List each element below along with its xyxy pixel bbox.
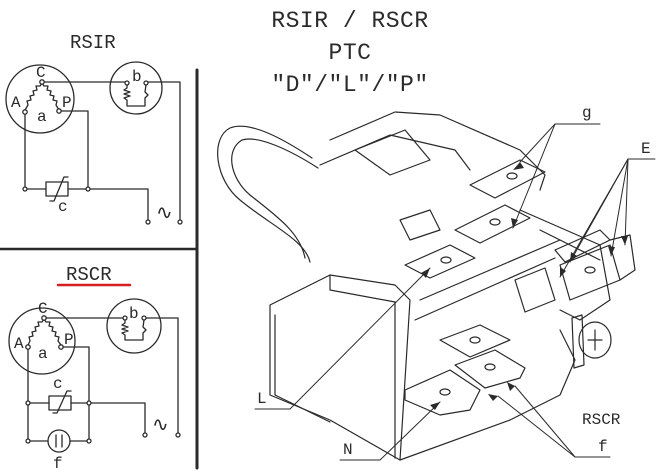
housing-top	[329, 111, 546, 191]
ptc-relay-drawing	[217, 111, 656, 461]
rscr-capacitor-label: f	[53, 455, 63, 473]
rscr-protector-label: b	[129, 305, 139, 323]
rscr-run-capacitor	[47, 429, 71, 453]
rsir-schematic	[5, 61, 183, 225]
terminal-g-lower	[454, 204, 531, 244]
callout-g: g	[582, 104, 592, 122]
rsir-winding-main	[41, 82, 60, 111]
terminal-g-upper	[469, 159, 546, 199]
rsir-terminal-c: C	[36, 64, 46, 82]
rscr-terminal-a: A	[14, 335, 24, 353]
variant-note-rscr: RSCR	[582, 411, 621, 429]
terminal-f-upper	[439, 324, 511, 358]
rscr-terminal-c: C	[38, 300, 48, 318]
rsir-ac-supply-icon: ∿	[156, 200, 173, 224]
rsir-protector-circle	[109, 61, 163, 115]
callout-f: f	[598, 438, 608, 456]
rsir-motor-label: a	[37, 108, 47, 126]
rscr-panel-title: RSCR	[66, 264, 112, 286]
rscr-terminal-p: P	[64, 331, 74, 349]
rsir-terminal-a: A	[11, 94, 21, 112]
rscr-schematic	[8, 283, 181, 453]
rsir-panel-title: RSIR	[70, 32, 116, 54]
terminal-f-lower	[454, 349, 526, 389]
rsir-ptc-label: c	[58, 198, 68, 216]
rsir-protector-heater	[123, 84, 149, 107]
rsir-terminal-p: P	[62, 94, 72, 112]
rsir-winding-aux	[24, 82, 43, 111]
callout-leaders	[254, 123, 656, 461]
callout-L: L	[257, 390, 267, 408]
terminal-L	[404, 244, 476, 279]
callout-E: E	[641, 140, 651, 158]
callout-N: N	[343, 441, 353, 459]
rsir-protector-label: b	[132, 68, 142, 86]
rsir-motor-circle	[5, 64, 75, 134]
diagram-subtitle-models: "D"/"L"/"P"	[271, 72, 429, 98]
terminal-E-tabs	[554, 229, 636, 301]
rscr-motor-label: a	[38, 345, 48, 363]
ground-screw	[571, 314, 612, 369]
wire-loop	[217, 125, 313, 263]
housing-base	[269, 274, 411, 461]
diagram-title: RSIR / RSCR	[271, 8, 429, 34]
rscr-ptc-label: c	[53, 375, 63, 393]
rscr-protector-circle	[106, 298, 162, 354]
diagram-subtitle-ptc: PTC	[328, 40, 372, 66]
rscr-motor-circle	[8, 307, 76, 375]
rscr-ac-supply-icon: ∿	[152, 412, 169, 436]
terminal-N	[404, 369, 481, 416]
